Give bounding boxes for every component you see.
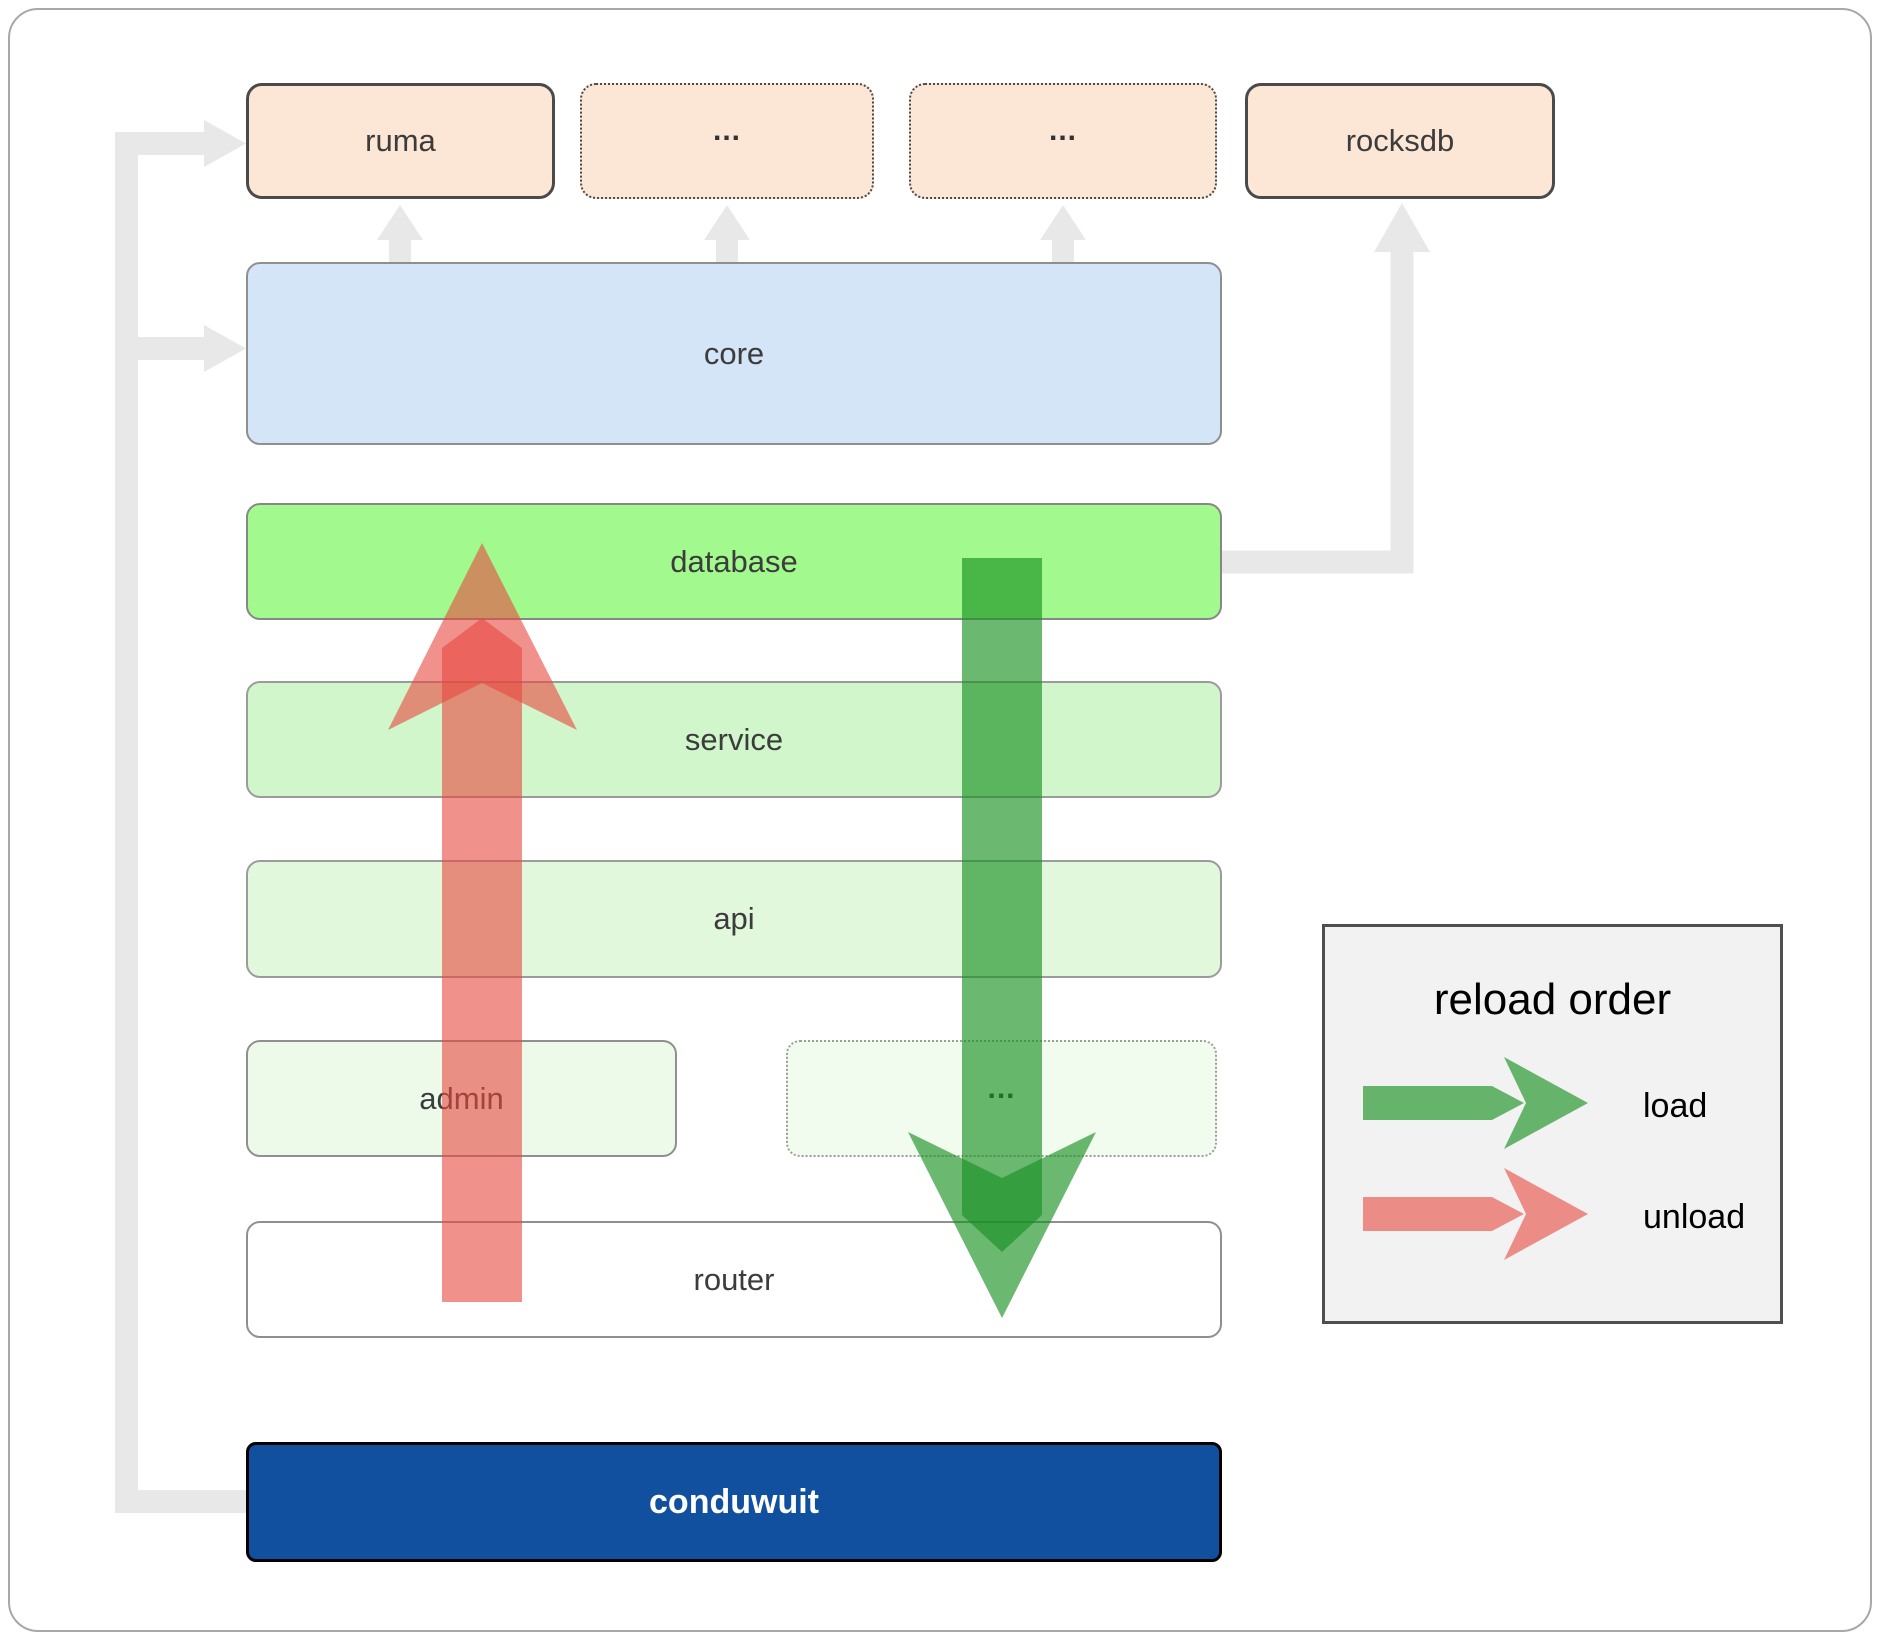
core-to-module2-arrow — [1040, 205, 1086, 264]
node-module-ellipsis-2: ... — [909, 83, 1217, 199]
node-conduwuit: conduwuit — [246, 1442, 1222, 1562]
node-database: database — [246, 503, 1222, 620]
node-api: api — [246, 860, 1222, 978]
legend-title: reload order — [1433, 975, 1672, 1024]
core-to-ruma-arrow — [377, 205, 423, 264]
node-service: service — [246, 681, 1222, 798]
node-module-ellipsis-1: ... — [580, 83, 874, 199]
legend: reload order load unload — [1322, 924, 1783, 1324]
arrowhead-into-core — [204, 325, 246, 372]
node-ruma: ruma — [246, 83, 555, 199]
conduwuit-to-top-connector — [115, 132, 246, 1513]
node-api-label: api — [713, 901, 755, 936]
node-module-ellipsis-1-label: ... — [712, 113, 741, 147]
node-conduwuit-label: conduwuit — [649, 1482, 819, 1521]
arrowhead-into-rocksdb — [1374, 203, 1430, 252]
legend-load-label: load — [1643, 1087, 1708, 1125]
node-module-ellipsis-2-label: ... — [1048, 113, 1077, 147]
outer-frame — [8, 8, 1872, 1632]
node-router-label: router — [693, 1261, 775, 1297]
node-rocksdb: rocksdb — [1245, 83, 1555, 199]
arrowhead-into-ruma — [204, 120, 246, 167]
core-to-module1-arrow — [704, 205, 750, 264]
node-database-label: database — [670, 543, 798, 579]
node-admin: admin — [246, 1040, 677, 1157]
node-router: router — [246, 1221, 1222, 1338]
node-rocksdb-label: rocksdb — [1345, 123, 1455, 158]
node-service-label: service — [684, 721, 784, 757]
node-module-ellipsis-3-label: ... — [987, 1071, 1016, 1105]
database-to-rocksdb-connector — [1222, 252, 1414, 574]
node-admin-label: admin — [419, 1080, 504, 1116]
node-core: core — [246, 262, 1222, 445]
node-ruma-label: ruma — [365, 123, 436, 158]
node-core-label: core — [703, 335, 765, 371]
node-module-ellipsis-3: ... — [786, 1040, 1217, 1157]
legend-unload-label: unload — [1643, 1198, 1746, 1236]
